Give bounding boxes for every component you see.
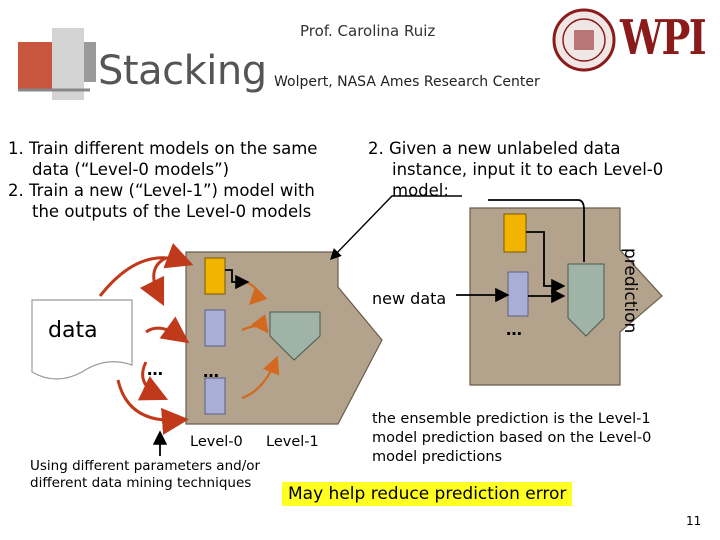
prediction-steps: 2. Given a new unlabeled data instance, …: [368, 138, 698, 201]
parameters-note-line2: different data mining techniques: [30, 475, 252, 491]
new-data-label: new data: [372, 289, 447, 308]
model-level0-bottom: [204, 377, 226, 415]
step-left-line1: 1. Train different models on the same: [8, 139, 318, 158]
model-level1: [269, 311, 321, 361]
parameters-note: Using different parameters and/or differ…: [30, 458, 260, 492]
wpi-logo: WPI: [620, 10, 707, 66]
step-right-line2: instance, input it to each Level-0: [392, 160, 664, 179]
training-steps: 1. Train different models on the same da…: [8, 138, 353, 222]
model-level0-top: [204, 257, 226, 295]
ellipsis-level0: …: [203, 362, 219, 381]
prediction-label: prediction: [620, 248, 640, 334]
data-document: [31, 299, 133, 380]
slide-title: Stacking: [98, 48, 267, 94]
model-pred-gold: [503, 213, 527, 253]
parameters-note-line1: Using different parameters and/or: [30, 458, 261, 474]
level1-label: Level-1: [266, 434, 319, 450]
step-right-line3: model:: [392, 181, 449, 200]
step-left-line3: 2. Train a new (“Level-1”) model with: [8, 181, 315, 200]
wpi-seal: [552, 8, 616, 72]
model-pred-lavender: [507, 271, 529, 317]
right-connectors: [330, 195, 585, 304]
author-name: Prof. Carolina Ruiz: [300, 22, 436, 40]
model-level0-mid: [204, 309, 226, 347]
ellipsis-prediction: …: [506, 320, 522, 339]
header-decoration: [18, 28, 96, 100]
highlight-box: May help reduce prediction error: [282, 482, 573, 506]
step-left-line2: data (“Level-0 models”): [32, 160, 230, 179]
training-arrows: [98, 243, 194, 435]
ellipsis-data: …: [147, 360, 163, 379]
page-number: 11: [686, 514, 702, 528]
step-left-line4: the outputs of the Level-0 models: [32, 202, 312, 221]
ensemble-note-line2: model prediction based on the Level-0: [372, 430, 652, 446]
level0-label: Level-0: [190, 434, 243, 450]
left-connectors: [152, 269, 250, 456]
ensemble-note-line3: model predictions: [372, 449, 503, 465]
slide-subtitle: Wolpert, NASA Ames Research Center: [274, 74, 540, 90]
ensemble-note-line1: the ensemble prediction is the Level-1: [372, 411, 651, 427]
data-label: data: [48, 318, 98, 343]
step-right-line1: 2. Given a new unlabeled data: [368, 139, 621, 158]
ensemble-note: the ensemble prediction is the Level-1 m…: [372, 410, 651, 467]
model-pred-level1: [567, 263, 605, 337]
